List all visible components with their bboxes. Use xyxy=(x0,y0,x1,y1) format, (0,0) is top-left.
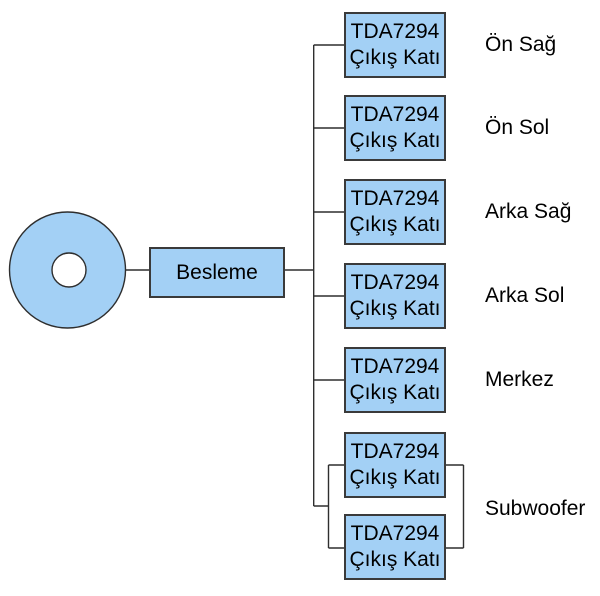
amp-box-subwoofer-2: TDA7294 Çıkış Katı xyxy=(344,514,446,580)
amp-chip-label: TDA7294 xyxy=(350,355,440,378)
amp-stage-label: Çıkış Katı xyxy=(349,213,441,236)
channel-label-arka-sag: Arka Sağ xyxy=(485,200,572,223)
amp-chip-label: TDA7294 xyxy=(350,187,440,210)
wire-subwoofer-feed xyxy=(313,464,344,549)
besleme-label: Besleme xyxy=(176,260,258,284)
channel-label-merkez: Merkez xyxy=(485,368,554,391)
channel-label-subwoofer: Subwoofer xyxy=(485,497,586,520)
amp-box-subwoofer-1: TDA7294 Çıkış Katı xyxy=(344,432,446,498)
amp-stage-label: Çıkış Katı xyxy=(349,548,441,571)
transformer-inner-circle xyxy=(51,252,87,288)
amp-box-arka-sol: TDA7294 Çıkış Katı xyxy=(344,263,446,329)
amp-chip-label: TDA7294 xyxy=(350,440,440,463)
amp-stage-label: Çıkış Katı xyxy=(349,129,441,152)
amp-chip-label: TDA7294 xyxy=(350,103,440,126)
amp-stage-label: Çıkış Katı xyxy=(349,297,441,320)
amp-stage-label: Çıkış Katı xyxy=(349,46,441,69)
wire-row-connectors xyxy=(313,44,344,381)
amp-box-on-sag: TDA7294 Çıkış Katı xyxy=(344,12,446,78)
amp-chip-label: TDA7294 xyxy=(350,20,440,43)
besleme-box: Besleme xyxy=(149,247,285,298)
channel-label-on-sol: Ön Sol xyxy=(485,116,550,139)
amp-chip-label: TDA7294 xyxy=(350,522,440,545)
amp-chip-label: TDA7294 xyxy=(350,271,440,294)
channel-label-on-sag: Ön Sağ xyxy=(485,33,557,56)
amp-stage-label: Çıkış Katı xyxy=(349,466,441,489)
wire-subwoofer-bridge-right xyxy=(446,464,465,549)
amp-box-arka-sag: TDA7294 Çıkış Katı xyxy=(344,179,446,245)
channel-label-arka-sol: Arka Sol xyxy=(485,284,565,307)
amp-stage-label: Çıkış Katı xyxy=(349,381,441,404)
amp-box-merkez: TDA7294 Çıkış Katı xyxy=(344,347,446,413)
amp-box-on-sol: TDA7294 Çıkış Katı xyxy=(344,95,446,161)
